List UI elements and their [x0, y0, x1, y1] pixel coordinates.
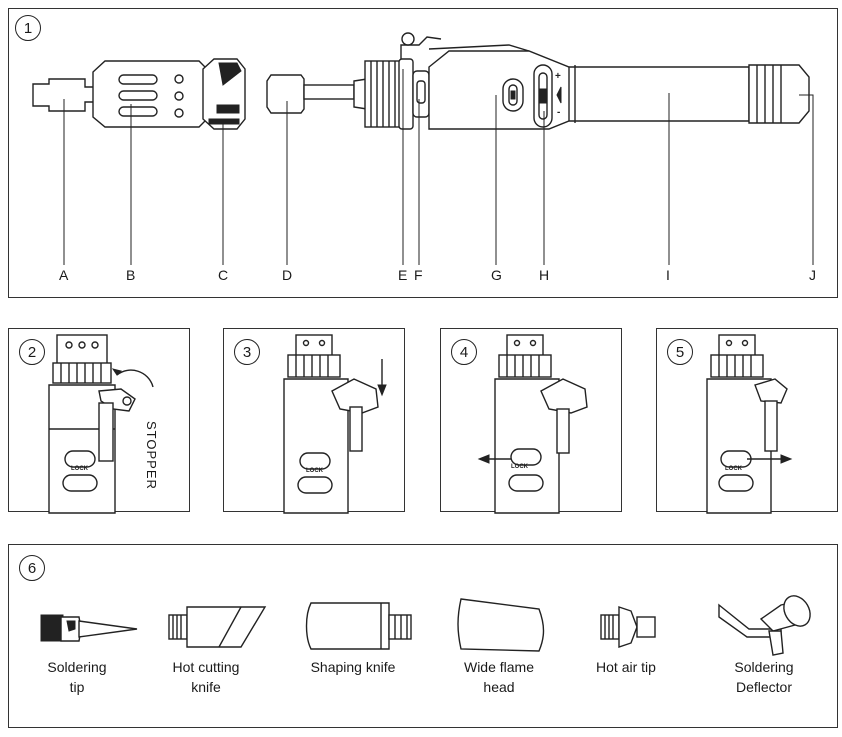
caption-shaping-knife: Shaping knife: [311, 657, 396, 677]
label-d: D: [282, 267, 293, 283]
label-j: J: [809, 267, 816, 283]
figure-2-lock-text: LOCK: [71, 466, 89, 472]
caption-hot-air-tip: Hot air tip: [596, 657, 656, 677]
part-c-nut: [202, 58, 246, 130]
part-h-flame-adjust: [533, 64, 562, 128]
caption-hot-cutting-knife-line1: Hot cutting: [172, 659, 240, 675]
leader-lines: [63, 69, 814, 265]
caption-soldering-deflector-line2: Deflector: [735, 679, 793, 695]
part-b-catalyst: [92, 60, 208, 128]
switch-minus-sign: -: [557, 107, 560, 118]
label-b: B: [126, 267, 136, 283]
caption-soldering-deflector: Soldering Deflector: [734, 657, 793, 697]
figure-4-lock-text: LOCK: [511, 464, 529, 470]
caption-hot-cutting-knife: Hot cutting knife: [173, 657, 240, 697]
figure-4-illustration: LOCK: [477, 334, 588, 514]
caption-soldering-deflector-line1: Soldering: [734, 659, 794, 675]
part-f-igniter: [412, 70, 430, 118]
label-c: C: [218, 267, 229, 283]
caption-wide-flame-head: Wide flame head: [464, 657, 534, 697]
accessories-illustration: [40, 595, 811, 656]
label-g: G: [491, 267, 502, 283]
figure-3-illustration: LOCK: [283, 334, 387, 514]
figure-2-number: 2: [19, 339, 45, 365]
figure-5-number: 5: [667, 339, 693, 365]
label-a: A: [59, 267, 69, 283]
shaping-knife-drawing: [305, 602, 412, 650]
figure-3-number: 3: [234, 339, 260, 365]
caption-hot-cutting-knife-line2: knife: [191, 679, 221, 695]
label-i: I: [666, 267, 670, 283]
figure-4-panel: 4 LOCK: [440, 328, 622, 514]
tool-exploded-view: + -: [32, 32, 814, 265]
hot-air-tip-drawing: [600, 606, 656, 648]
figure-4-number: 4: [451, 339, 477, 365]
part-d-cap: [266, 74, 368, 114]
switch-plus-sign: +: [555, 71, 561, 82]
figure-5-illustration: LOCK: [706, 334, 793, 514]
label-e: E: [398, 267, 408, 283]
label-f: F: [414, 267, 423, 283]
wide-flame-head-drawing: [457, 598, 545, 652]
hot-cutting-knife-drawing: [168, 606, 267, 648]
figure-5-panel: 5 LOCK: [656, 328, 838, 514]
figure-2-panel: 2 LOCK STOPPER: [8, 328, 190, 514]
caption-soldering-tip-line1: Soldering: [47, 659, 107, 675]
caption-wide-flame-head-line2: head: [483, 679, 515, 695]
figure-3-lock-text: LOCK: [306, 468, 324, 474]
part-g-gas-lock: [502, 78, 524, 112]
figure-5-lock-text: LOCK: [725, 466, 743, 472]
figure-1-number: 1: [15, 15, 41, 41]
part-i-body: [428, 44, 750, 130]
caption-shaping-knife-line1: Shaping knife: [310, 659, 396, 675]
caption-soldering-tip: Soldering tip: [47, 657, 106, 697]
caption-hot-air-tip-line1: Hot air tip: [596, 659, 656, 675]
figure-2-illustration: LOCK: [48, 334, 154, 514]
label-h: H: [539, 267, 550, 283]
soldering-deflector-drawing: [718, 595, 811, 656]
figure-1-panel: 1: [8, 8, 838, 298]
figure-6-number: 6: [19, 555, 45, 581]
figure-3-panel: 3 LOCK: [223, 328, 405, 514]
part-a-tip: [32, 78, 100, 112]
stopper-label: STOPPER: [144, 421, 159, 490]
part-j-end-cap: [748, 64, 810, 124]
caption-wide-flame-head-line1: Wide flame: [463, 659, 535, 675]
soldering-tip-drawing: [40, 614, 138, 642]
caption-soldering-tip-line2: tip: [69, 679, 85, 695]
threaded-collar: [364, 60, 402, 128]
figure-6-panel: 6: [8, 544, 838, 728]
